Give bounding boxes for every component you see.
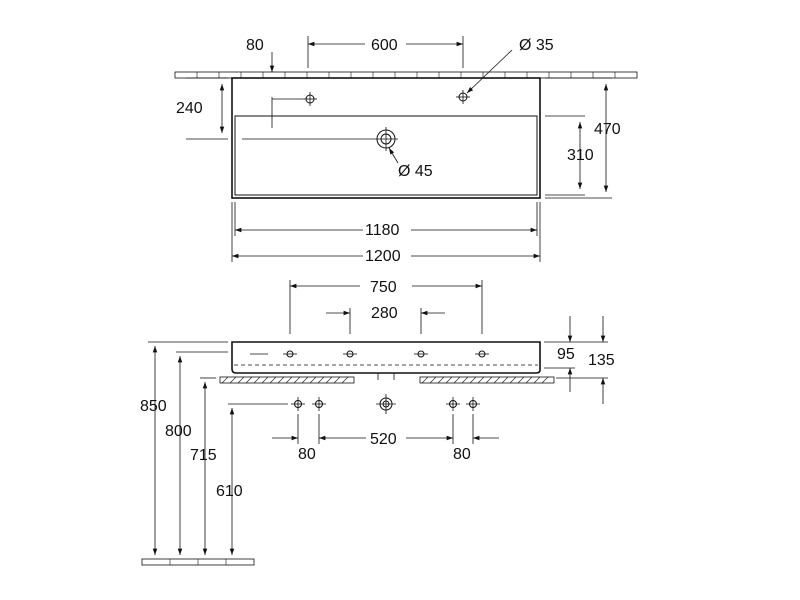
dim-spacing-280: 280 [326, 305, 445, 322]
svg-text:Ø 35: Ø 35 [519, 37, 554, 54]
svg-text:135: 135 [588, 352, 615, 369]
basin-outline-top [231, 77, 541, 199]
wall-connection-2 [312, 397, 326, 411]
tap-hole-right [456, 90, 470, 104]
basin-bowl-top [234, 115, 538, 196]
tap-hole-left [303, 92, 317, 106]
svg-text:95: 95 [557, 346, 575, 363]
dim-depth-470: 470 [594, 84, 621, 192]
dim-height-800: 800 [165, 356, 192, 555]
dim-spacing-600: 600 [308, 37, 463, 54]
top-view: 80 600 Ø 35 240 470 310 Ø [174, 36, 638, 265]
dim-height-135: 135 [588, 316, 615, 404]
dim-tap-hole-diameter: Ø 35 [466, 37, 554, 94]
dim-offset-80: 80 [246, 37, 275, 72]
front-hole-1 [283, 350, 297, 358]
front-hole-2 [343, 350, 357, 358]
floor-strip [141, 558, 255, 566]
dim-width-750: 750 [290, 279, 482, 296]
svg-text:850: 850 [140, 398, 167, 415]
svg-text:610: 610 [216, 483, 243, 500]
dim-waste-diameter: Ø 45 [388, 147, 433, 180]
dim-offset-80-right: 80 [453, 435, 499, 463]
dim-spacing-520: 520 [319, 431, 453, 448]
wall-connection-waste [376, 394, 396, 414]
wall-connection-4 [466, 397, 480, 411]
dim-bowl-depth-310: 310 [567, 122, 594, 189]
dim-height-610: 610 [216, 408, 243, 555]
svg-text:800: 800 [165, 423, 192, 440]
wall-connection-3 [446, 397, 460, 411]
dim-outer-width-1200: 1200 [232, 248, 540, 265]
svg-text:Ø 45: Ø 45 [398, 163, 433, 180]
svg-text:1180: 1180 [365, 222, 400, 239]
svg-text:280: 280 [371, 305, 398, 322]
dim-height-850: 850 [140, 346, 167, 555]
svg-text:310: 310 [567, 147, 594, 164]
svg-text:80: 80 [453, 446, 471, 463]
svg-text:1200: 1200 [365, 248, 401, 265]
svg-text:715: 715 [190, 447, 217, 464]
svg-text:240: 240 [176, 100, 203, 117]
svg-text:80: 80 [246, 37, 264, 54]
dim-offset-80-left: 80 [272, 435, 316, 463]
dim-height-715: 715 [190, 382, 217, 555]
waste-outlet [374, 127, 398, 151]
svg-text:80: 80 [298, 446, 316, 463]
svg-text:520: 520 [370, 431, 397, 448]
counter-slab-left [219, 376, 355, 384]
front-hole-3 [414, 350, 428, 358]
wall-connection-1 [291, 397, 305, 411]
front-hole-4 [475, 350, 489, 358]
svg-text:470: 470 [594, 121, 621, 138]
wall-strip-top [174, 71, 638, 79]
counter-slab-right [419, 376, 555, 384]
svg-text:600: 600 [371, 37, 398, 54]
basin-outline-front [231, 341, 541, 374]
dim-height-95: 95 [557, 316, 575, 392]
svg-text:750: 750 [370, 279, 397, 296]
dim-inner-width-1180: 1180 [235, 222, 537, 239]
dim-depth-240: 240 [176, 84, 225, 133]
front-view: 750 280 95 135 850 800 [140, 279, 615, 566]
